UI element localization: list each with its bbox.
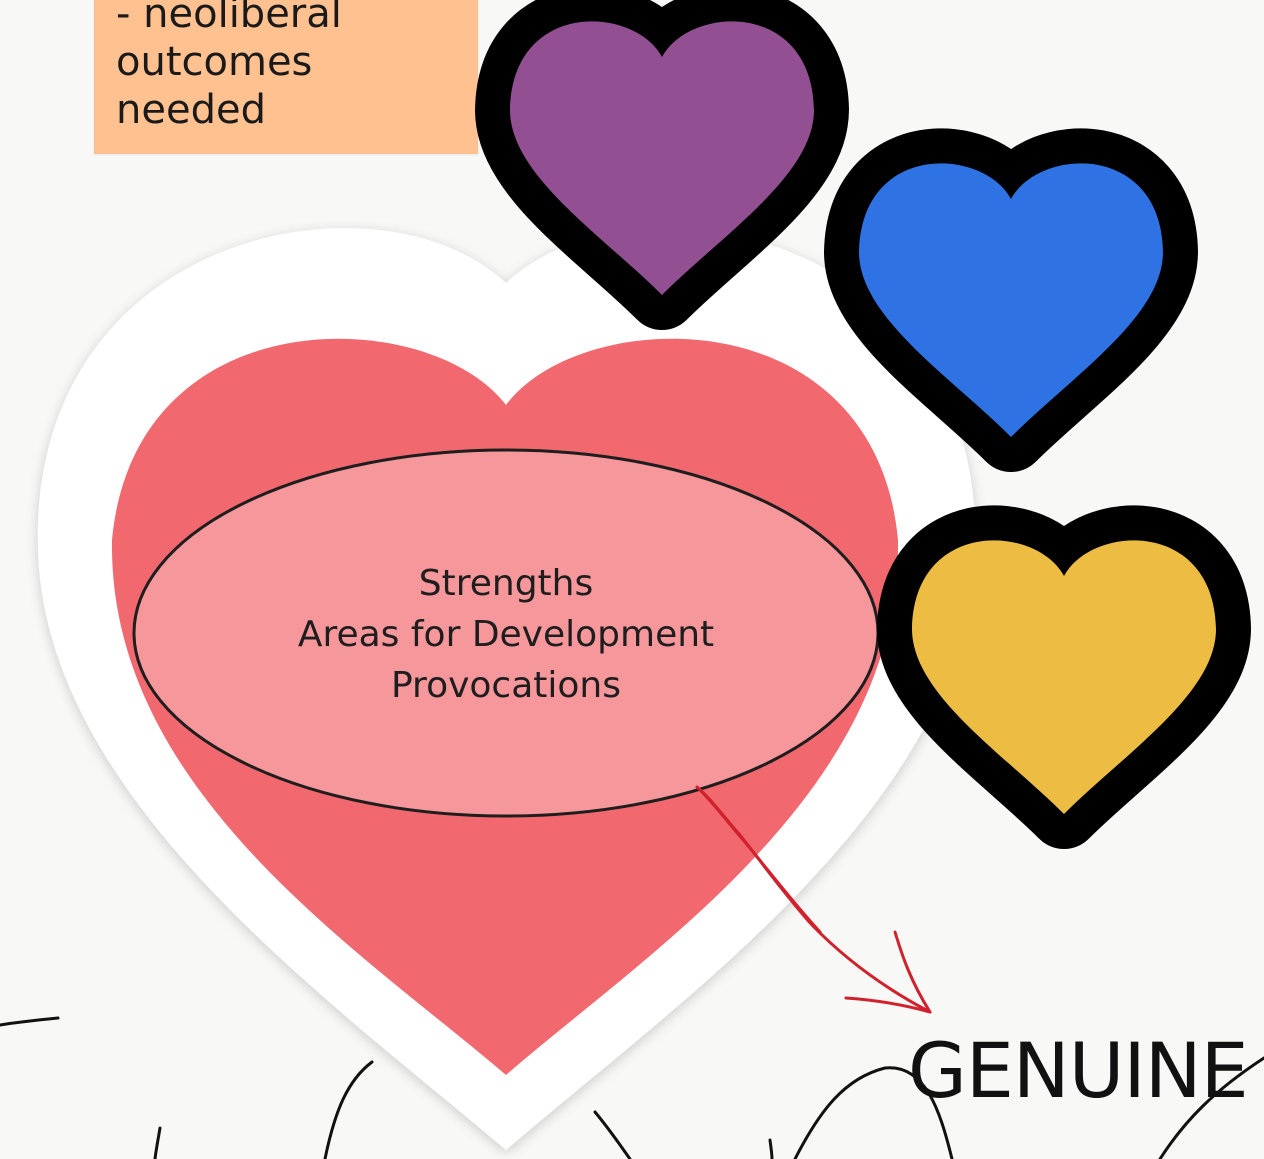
ellipse-label: Strengths Areas for Development Provocat… <box>180 558 832 711</box>
ellipse-line-provocations: Provocations <box>390 665 621 706</box>
ellipse-line-areas-for-development: Areas for Development <box>297 614 715 655</box>
yellow-heart-icon[interactable] <box>912 540 1216 814</box>
ellipse-line-strengths: Strengths <box>418 563 594 604</box>
red-arrow[interactable] <box>695 785 932 1014</box>
sticky-note[interactable]: - neoliberal outcomes needed <box>94 0 478 154</box>
genuine-text[interactable]: GENUINE <box>908 1026 1249 1115</box>
ink-strokes[interactable] <box>0 1016 1264 1159</box>
